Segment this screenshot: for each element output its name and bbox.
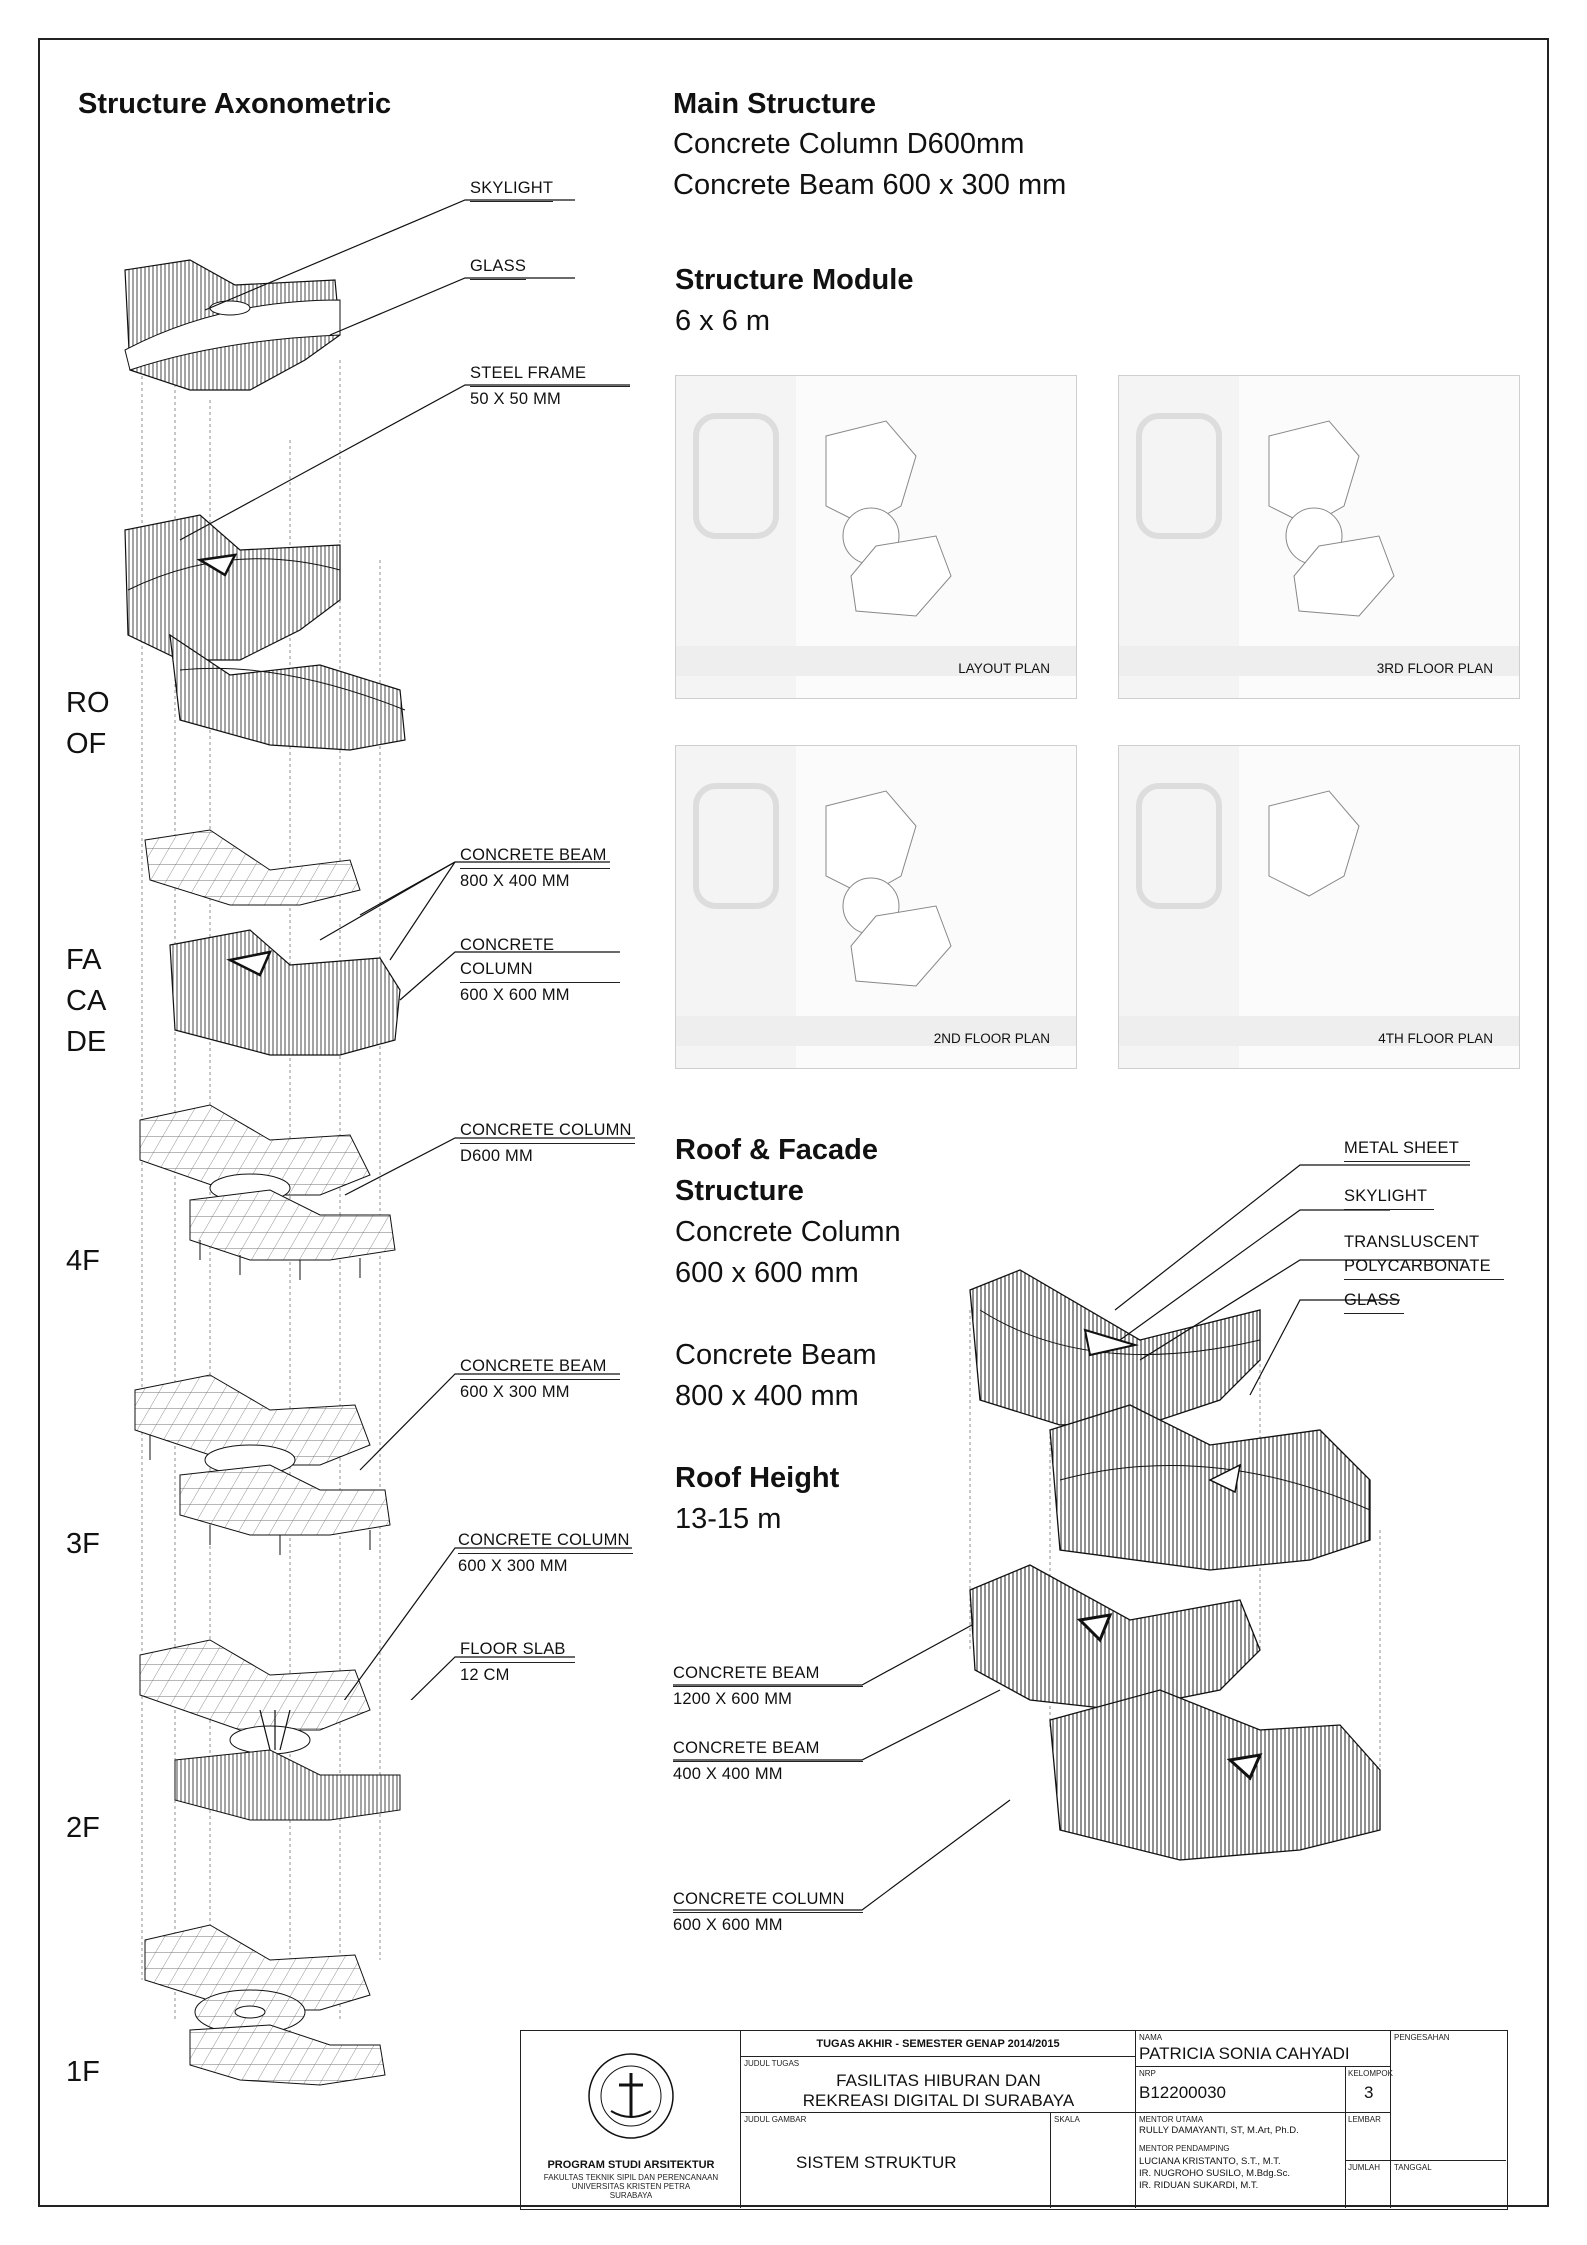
pengesahan-cell: PENGESAHAN bbox=[1391, 2031, 1506, 2161]
title-block: PROGRAM STUDI ARSITEKTUR FAKULTAS TEKNIK… bbox=[520, 2030, 1508, 2210]
label-2f: 2F bbox=[66, 1812, 100, 1844]
callout-skylight-left: SKYLIGHT bbox=[470, 176, 554, 202]
plan-4th-floor: 4TH FLOOR PLAN bbox=[1118, 745, 1520, 1069]
left-title: Structure Axonometric bbox=[78, 88, 392, 120]
floor-2f-slab bbox=[139, 1639, 401, 1821]
mentor-cell: MENTOR UTAMA RULLY DAMAYANTI, ST, M.Art,… bbox=[1136, 2113, 1346, 2208]
mentor-pendamping-3: IR. RIDUAN SUKARDI, M.T. bbox=[1139, 2180, 1259, 2191]
kelompok-label: KELOMPOK bbox=[1348, 2069, 1393, 2078]
tanggal-cell: TANGGAL bbox=[1391, 2161, 1506, 2208]
main-structure-column: Concrete Column D600mm bbox=[673, 128, 1025, 160]
lembar-label: LEMBAR bbox=[1348, 2115, 1381, 2124]
main-structure-beam: Concrete Beam 600 x 300 mm bbox=[673, 169, 1067, 201]
judul-tugas-line-1: FASILITAS HIBURAN DAN bbox=[836, 2071, 1041, 2090]
label-1f: 1F bbox=[66, 2056, 100, 2088]
drawing-frame bbox=[38, 38, 1549, 2207]
faculty-line-1: FAKULTAS TEKNIK SIPIL DAN PERENCANAAN bbox=[543, 2173, 719, 2182]
plan-caption: 2ND FLOOR PLAN bbox=[933, 1031, 1050, 1046]
structure-axonometric-drawing bbox=[124, 259, 406, 2086]
nrp-label: NRP bbox=[1139, 2069, 1156, 2078]
plan-caption: 4TH FLOOR PLAN bbox=[1378, 1031, 1493, 1046]
callout-skylight-right: SKYLIGHT bbox=[1344, 1184, 1434, 1210]
judul-gambar: SISTEM STRUKTUR bbox=[796, 2153, 957, 2172]
label-4f: 4F bbox=[66, 1245, 100, 1277]
roof-facade-heading-1: Roof & Facade bbox=[675, 1134, 879, 1166]
title-block-header: TUGAS AKHIR - SEMESTER GENAP 2014/2015 bbox=[741, 2031, 1136, 2057]
student-nrp: B12200030 bbox=[1139, 2083, 1226, 2102]
roof-shell-lower bbox=[969, 1564, 1381, 1861]
nrp-cell: NRP B12200030 bbox=[1136, 2067, 1346, 2113]
program-name: PROGRAM STUDI ARSITEKTUR bbox=[547, 2159, 715, 2171]
judul-tugas-label: JUDUL TUGAS bbox=[744, 2059, 800, 2068]
jumlah-cell: JUMLAH bbox=[1346, 2161, 1391, 2208]
roof-facade-beam-1: Concrete Beam bbox=[675, 1339, 877, 1371]
roof-shell-upper bbox=[969, 1269, 1371, 1571]
jumlah-label: JUMLAH bbox=[1348, 2163, 1381, 2172]
left-leader-lines bbox=[179, 199, 635, 1700]
nama-label: NAMA bbox=[1139, 2033, 1163, 2042]
mentor-pendamping-2: IR. NUGROHO SUSILO, M.Bdg.Sc. bbox=[1139, 2168, 1290, 2179]
plan-layout: LAYOUT PLAN bbox=[675, 375, 1077, 699]
student-name: PATRICIA SONIA CAHYADI bbox=[1139, 2044, 1350, 2063]
tanggal-label: TANGGAL bbox=[1394, 2163, 1432, 2172]
roof-facade-column-1: Concrete Column bbox=[675, 1216, 901, 1248]
roof-height-heading: Roof Height bbox=[675, 1462, 840, 1494]
right-leader-lines bbox=[673, 1164, 1470, 1911]
judul-gambar-cell: JUDUL GAMBAR SISTEM STRUKTUR bbox=[741, 2113, 1051, 2208]
skala-label: SKALA bbox=[1054, 2115, 1080, 2124]
floor-3f-slab bbox=[134, 1374, 391, 1555]
roof-facade-beam-2: 800 x 400 mm bbox=[675, 1380, 859, 1412]
kelompok-cell: KELOMPOK 3 bbox=[1346, 2067, 1393, 2113]
skala-cell: SKALA bbox=[1051, 2113, 1136, 2208]
label-3f: 3F bbox=[66, 1528, 100, 1560]
roof-height-value: 13-15 m bbox=[675, 1503, 782, 1535]
roof-facade-column-2: 600 x 600 mm bbox=[675, 1257, 859, 1289]
callout-glass-right: GLASS bbox=[1344, 1288, 1404, 1314]
kelompok-value: 3 bbox=[1364, 2083, 1374, 2102]
title-block-logo-cell: PROGRAM STUDI ARSITEKTUR FAKULTAS TEKNIK… bbox=[521, 2031, 741, 2208]
judul-tugas-line-2: REKREASI DIGITAL DI SURABAYA bbox=[802, 2091, 1075, 2110]
callout-glass-left: GLASS bbox=[470, 254, 527, 280]
module-heading: Structure Module bbox=[675, 264, 914, 296]
mentor-pendamping-1: LUCIANA KRISTANTO, S.T., M.T. bbox=[1139, 2156, 1281, 2167]
callout-metal-sheet: METAL SHEET bbox=[1344, 1136, 1470, 1162]
main-structure-heading: Main Structure bbox=[673, 88, 877, 120]
roof-facade-heading-2: Structure bbox=[675, 1175, 804, 1207]
module-value: 6 x 6 m bbox=[675, 305, 771, 337]
plan-3rd-floor: 3RD FLOOR PLAN bbox=[1118, 375, 1520, 699]
roof-top-module bbox=[124, 259, 341, 391]
pengesahan-label: PENGESAHAN bbox=[1394, 2033, 1450, 2042]
facade-module bbox=[144, 829, 401, 1056]
university-seal-icon bbox=[588, 2053, 674, 2139]
plan-caption: 3RD FLOOR PLAN bbox=[1376, 661, 1493, 676]
roof-frame-module bbox=[124, 514, 406, 751]
lembar-cell: LEMBAR bbox=[1346, 2113, 1391, 2161]
faculty-line-3: SURABAYA bbox=[609, 2191, 653, 2200]
roof-facade-axonometric-drawing bbox=[969, 1269, 1381, 1861]
floor-4f-slab bbox=[139, 1104, 396, 1280]
mentor-utama-label: MENTOR UTAMA bbox=[1139, 2115, 1204, 2124]
mentor-pendamping-label: MENTOR PENDAMPING bbox=[1139, 2144, 1230, 2153]
nama-cell: NAMA PATRICIA SONIA CAHYADI bbox=[1136, 2031, 1391, 2067]
floor-1f-slab bbox=[144, 1924, 386, 2086]
plan-caption: LAYOUT PLAN bbox=[958, 661, 1050, 676]
mentor-utama: RULLY DAMAYANTI, ST, M.Art, Ph.D. bbox=[1139, 2125, 1299, 2136]
judul-tugas-cell: JUDUL TUGAS FASILITAS HIBURAN DAN REKREA… bbox=[741, 2057, 1136, 2113]
faculty-line-2: UNIVERSITAS KRISTEN PETRA bbox=[571, 2182, 691, 2191]
plan-2nd-floor: 2ND FLOOR PLAN bbox=[675, 745, 1077, 1069]
judul-gambar-label: JUDUL GAMBAR bbox=[744, 2115, 807, 2124]
